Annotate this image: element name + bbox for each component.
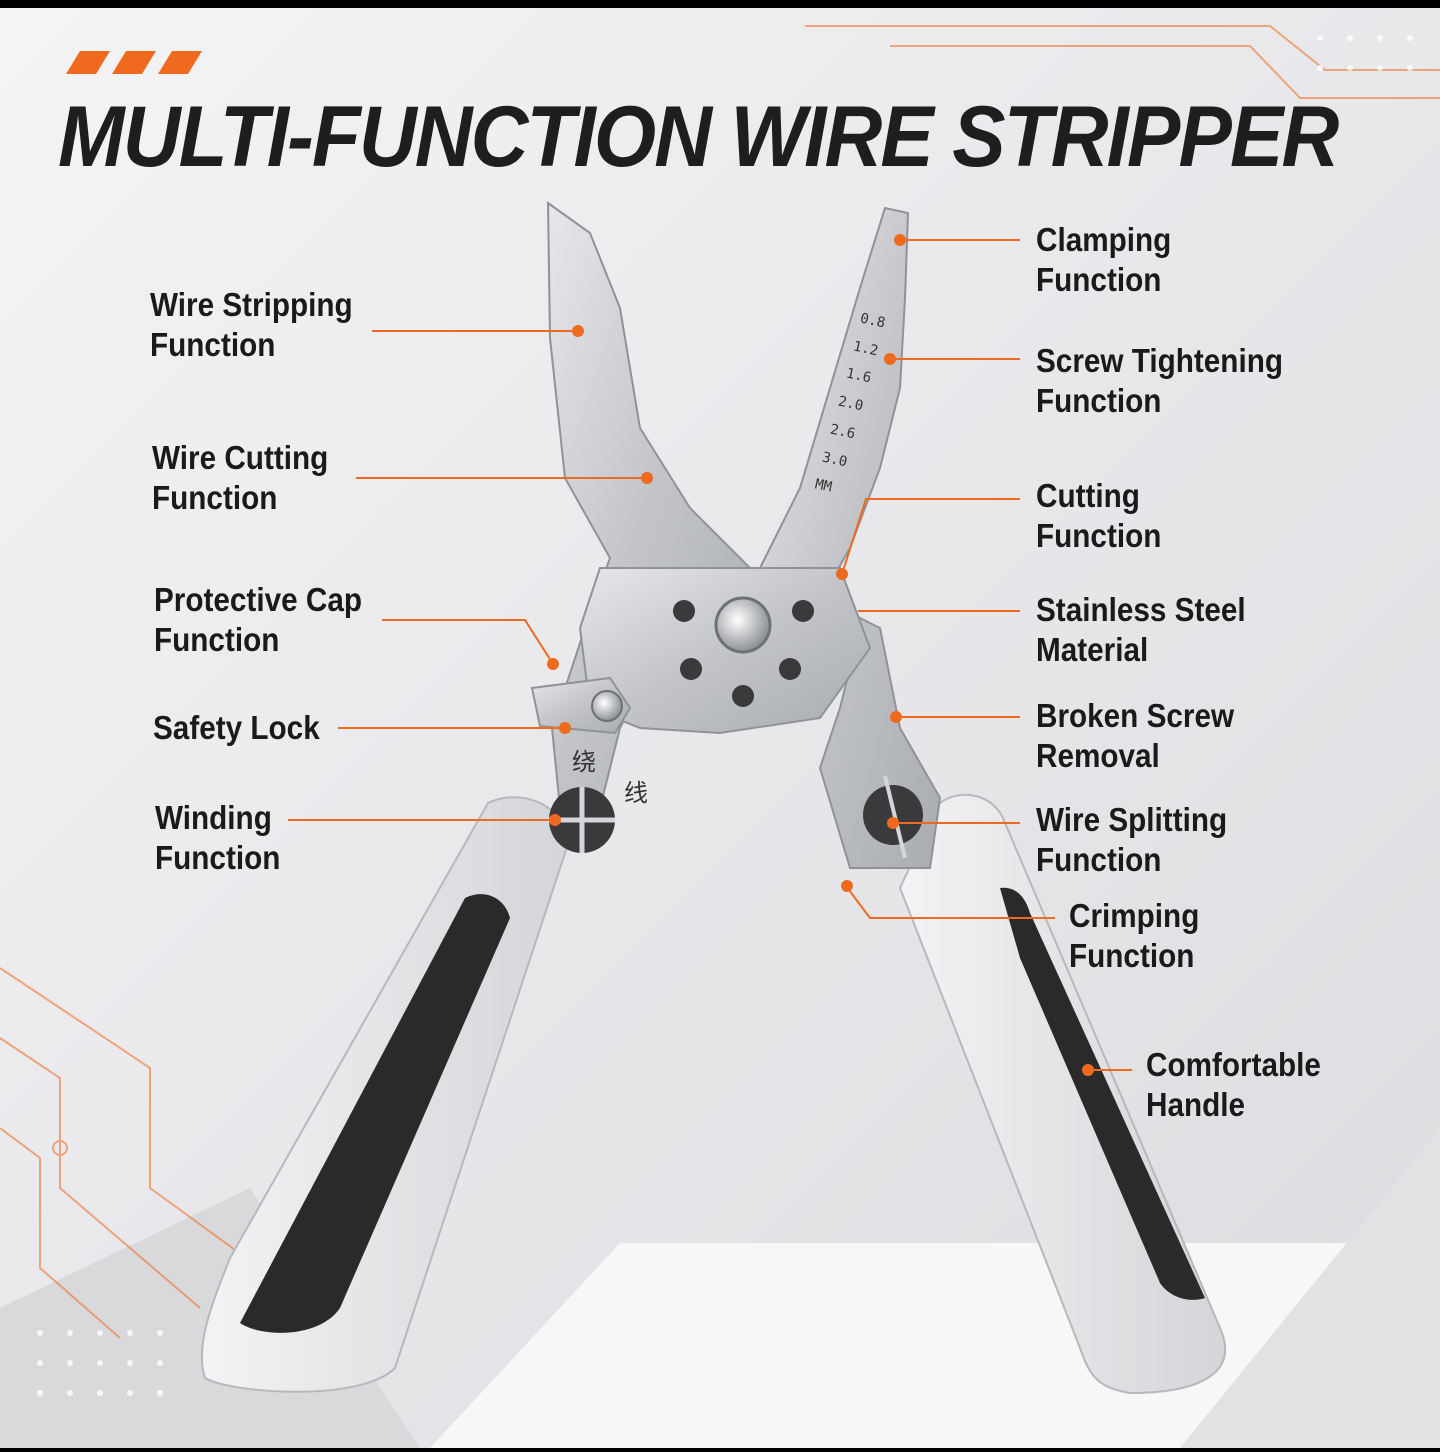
callout-line: Cutting [1036,477,1140,514]
callout-line: Wire Cutting [152,439,329,476]
callout-line: Function [1036,382,1162,419]
callout-line: Function [1036,517,1162,554]
callout-broken-screw: Broken Screw Removal [1036,696,1234,776]
dot-grid-decoration [37,35,1413,1396]
product-banner: MULTI-FUNCTION WIRE STRIPPER 0.8 1.2 1.6… [0,8,1440,1448]
circuit-decoration [0,25,1440,1339]
winding-mark: 线 [624,779,648,807]
callout-leaders [288,239,1132,1071]
background-pedestal [0,1128,1440,1448]
callout-line: Function [155,839,281,876]
callout-line: Removal [1036,737,1160,774]
accent-slashes [66,51,202,74]
callout-cutting: Cutting Function [1036,476,1161,556]
callout-wire-cutting: Wire Cutting Function [152,438,328,518]
callout-line: Wire Stripping [150,286,353,323]
callout-crimping: Crimping Function [1069,896,1199,976]
callout-clamping: Clamping Function [1036,220,1171,300]
callout-dots [547,234,1094,1076]
callout-line: Broken Screw [1036,697,1235,734]
safety-lock-mechanism [530,676,632,735]
callout-line: Function [1069,937,1195,974]
callout-safety-lock: Safety Lock [153,708,320,748]
gauge-unit: MM [813,476,834,496]
page-title: MULTI-FUNCTION WIRE STRIPPER [58,89,1339,185]
callout-line: Winding [155,799,272,836]
callout-line: Stainless Steel [1036,591,1246,628]
callout-line: Safety Lock [153,709,320,746]
callout-stainless-steel: Stainless Steel Material [1036,590,1246,670]
callout-line: Function [152,479,278,516]
winding-mark: 绕 [572,748,596,776]
callout-line: Function [150,326,276,363]
wire-splitting-hole [863,775,923,859]
right-handle [898,793,1227,1395]
callout-line: Comfortable [1146,1046,1321,1083]
callout-wire-stripping: Wire Stripping Function [150,285,353,365]
product-illustration [0,25,1440,1448]
callout-wire-splitting: Wire Splitting Function [1036,800,1227,880]
callout-line: Function [1036,261,1162,298]
left-handle [200,796,572,1393]
pivot-plate [578,567,872,735]
callout-comfortable-handle: Comfortable Handle [1146,1045,1321,1125]
callout-line: Wire Splitting [1036,801,1228,838]
callout-line: Function [1036,841,1162,878]
callout-line: Crimping [1069,897,1200,934]
callout-line: Screw Tightening [1036,342,1283,379]
callout-line: Material [1036,631,1149,668]
right-jaw [758,206,942,869]
callout-line: Function [154,621,280,658]
callout-line: Clamping [1036,221,1172,258]
callout-line: Protective Cap [154,581,362,618]
callout-line: Handle [1146,1086,1246,1123]
callout-protective-cap: Protective Cap Function [154,580,362,660]
callout-screw-tightening: Screw Tightening Function [1036,341,1283,421]
callout-winding: Winding Function [155,798,280,878]
